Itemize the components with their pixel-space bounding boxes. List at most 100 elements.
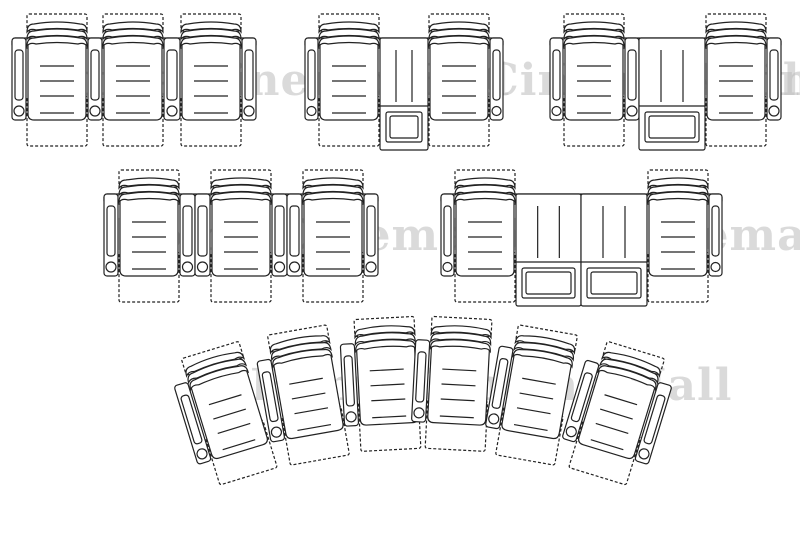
console-storage-lid	[590, 271, 638, 295]
center-console	[379, 37, 429, 151]
seat-cushion	[564, 44, 624, 121]
backrest-layer	[180, 21, 242, 34]
recliner-seat	[705, 13, 767, 147]
layout-two-seats-double-console	[440, 169, 723, 307]
cup-holder-icon	[768, 105, 780, 117]
cup-holder-icon	[638, 448, 650, 460]
console-storage-lid	[648, 115, 696, 139]
cup-holder-icon	[270, 426, 283, 438]
seat-cushion	[181, 44, 241, 121]
center-console	[515, 193, 582, 307]
seat-stitch-line	[208, 394, 242, 406]
armrest	[339, 343, 360, 427]
backrest-layer	[511, 348, 573, 369]
layout-two-seats-console	[304, 13, 504, 151]
armrest	[766, 37, 782, 121]
armrest-pad	[261, 371, 279, 423]
seat-stitch-line	[371, 398, 406, 402]
seat-cushion	[648, 200, 708, 277]
curved-seat-unit	[411, 315, 493, 452]
backrest-layer	[118, 177, 180, 190]
armrest	[163, 37, 181, 121]
seat-stitch-line	[442, 368, 477, 372]
recliner-seat	[428, 13, 490, 147]
recliner-seat	[118, 169, 180, 303]
armrest-outline	[256, 358, 286, 443]
layout-three-seats	[11, 13, 257, 147]
seat-stitch-line	[372, 415, 407, 419]
armrest	[549, 37, 564, 121]
recliner-seat	[424, 315, 493, 452]
backrest-layer	[318, 21, 380, 34]
recliner-seat	[302, 169, 364, 303]
console-storage-box	[385, 111, 423, 143]
backrest-layer	[454, 191, 516, 204]
armrest	[194, 193, 211, 277]
armrest-pad	[289, 205, 300, 257]
curved-seat-unit	[339, 315, 422, 452]
center-console	[638, 37, 706, 151]
backrest-layer	[187, 358, 248, 385]
console-storage-lid	[389, 115, 419, 139]
armrest-outline	[485, 345, 514, 430]
cup-holder-icon	[345, 411, 357, 423]
armrest-pad	[570, 372, 593, 423]
seat-cushion	[103, 44, 163, 121]
seat-cushion	[501, 354, 572, 440]
cup-holder-icon	[181, 261, 194, 273]
cup-holder-icon	[243, 105, 255, 117]
backrest-layer	[600, 351, 661, 378]
console-outline	[638, 37, 706, 151]
backrest-layer	[272, 348, 334, 369]
armrest-pad	[274, 205, 285, 257]
cup-holder-icon	[288, 261, 301, 273]
seat-stitch-line	[297, 423, 332, 432]
seat-stitch-line	[439, 415, 474, 419]
backrest-layer	[210, 177, 272, 190]
backrest-layer	[102, 35, 164, 48]
backrest-layer	[598, 358, 659, 385]
backrest-layer	[118, 191, 180, 204]
armrest	[411, 339, 431, 423]
layout-three-seats-double-arms	[103, 169, 379, 303]
seat-cushion	[429, 44, 489, 121]
backrest-layer	[318, 28, 380, 41]
seat-cushion	[356, 346, 419, 426]
seat-cushion	[706, 44, 766, 121]
armrest-pad	[343, 355, 355, 407]
seat-stitch-line	[590, 439, 624, 451]
armrest-pad	[769, 49, 779, 101]
backrest-layer	[705, 35, 767, 48]
backrest-layer	[185, 351, 246, 378]
backrest-layer	[26, 21, 88, 34]
seat-cushion	[319, 44, 379, 121]
seat-stitch-line	[519, 392, 554, 400]
armrest	[241, 37, 257, 121]
backrest-layer	[180, 35, 242, 48]
seat-cushion	[455, 200, 515, 277]
curved-seat-unit	[256, 324, 350, 466]
armrest	[174, 382, 212, 465]
armrest-outline	[174, 382, 212, 465]
backrest-layer	[302, 177, 364, 190]
cup-holder-icon	[710, 261, 721, 273]
armrest-outline	[562, 359, 600, 443]
center-console	[580, 193, 648, 307]
armrest	[562, 359, 600, 443]
cup-holder-icon	[166, 105, 178, 117]
cup-holder-icon	[196, 261, 209, 273]
backrest-layer	[118, 184, 180, 197]
armrest	[624, 37, 640, 121]
armrest-pad	[166, 49, 178, 101]
backrest-layer	[180, 28, 242, 41]
seat-stitch-line	[289, 377, 323, 385]
cup-holder-icon	[365, 261, 377, 273]
seat-stitch-line	[599, 408, 633, 420]
console-outline	[580, 193, 648, 307]
backrest-layer	[563, 28, 625, 41]
armrest	[179, 193, 196, 277]
cup-holder-icon	[565, 426, 577, 438]
seat-stitch-line	[291, 392, 326, 400]
console-storage-box	[521, 267, 576, 299]
